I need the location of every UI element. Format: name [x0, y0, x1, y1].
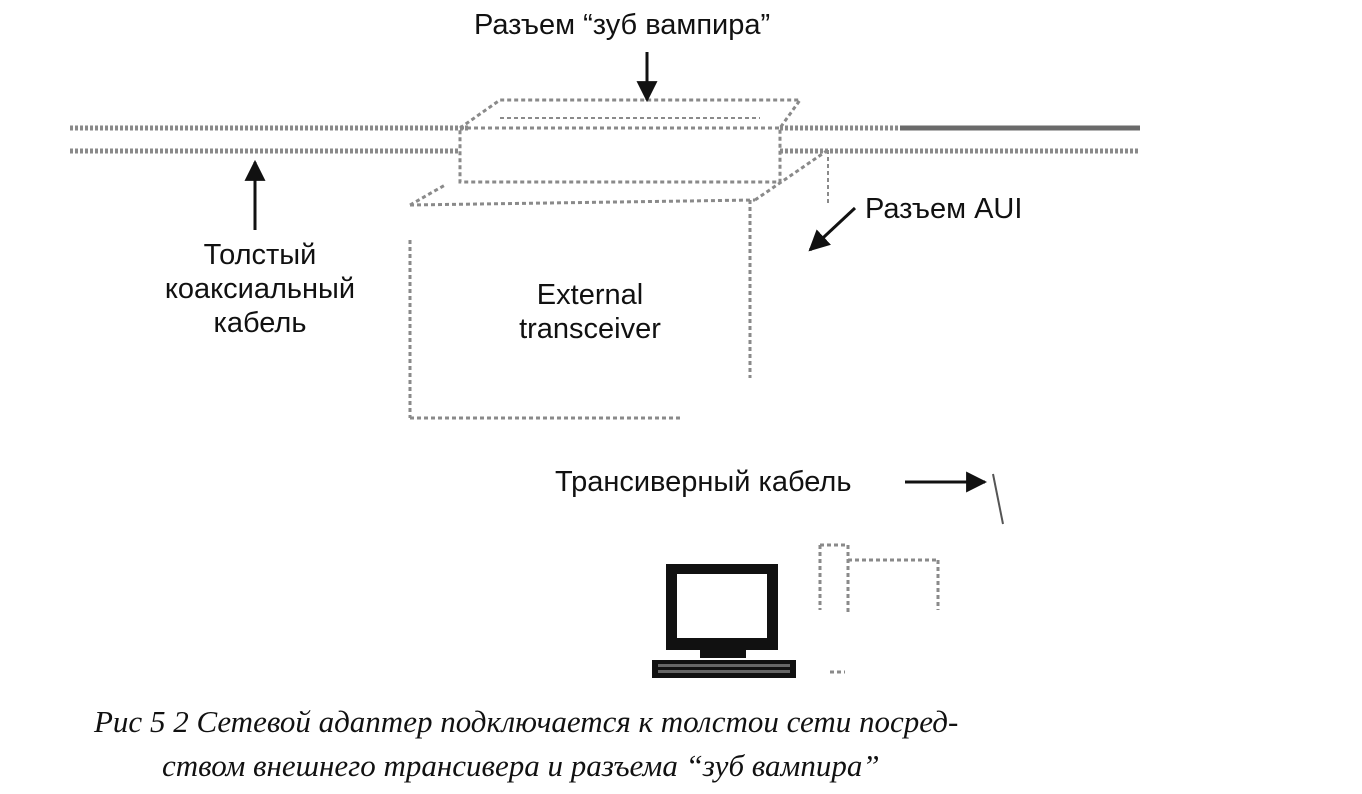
figure-caption: Рис 5 2 Сетевой адаптер подключается к т…	[94, 700, 1274, 788]
external-transceiver-box	[408, 148, 829, 420]
vampire-tap-clamp	[458, 98, 803, 184]
system-unit-icon	[818, 543, 940, 674]
transceiver-cable-label: Трансиверный кабель	[555, 466, 852, 498]
thick-coax-label: Толстый коаксиальный кабель	[140, 238, 380, 340]
aui-arrow	[808, 206, 857, 252]
thick-coax-cable	[70, 125, 1140, 154]
thick-coax-label-line1: Толстый	[203, 239, 317, 271]
keyboard-icon	[652, 660, 796, 678]
thick-coax-label-line3: кабель	[213, 307, 307, 339]
transceiver-label-line2: transceiver	[519, 313, 661, 345]
computer-monitor-icon	[666, 564, 778, 658]
thick-coax-label-line2: коаксиальный	[164, 273, 356, 305]
caption-line1: Рис 5 2 Сетевой адаптер подключается к т…	[94, 704, 959, 739]
vampire-connector-label: Разъем “зуб вампира”	[474, 9, 771, 41]
caption-line2: ством внешнего трансивера и разъема “зуб…	[162, 748, 880, 783]
transceiver-cable	[992, 473, 1004, 525]
aui-connector-label: Разъем AUI	[865, 193, 1023, 225]
external-transceiver-label: External transceiver	[480, 278, 700, 346]
transceiver-label-line1: External	[536, 279, 644, 311]
